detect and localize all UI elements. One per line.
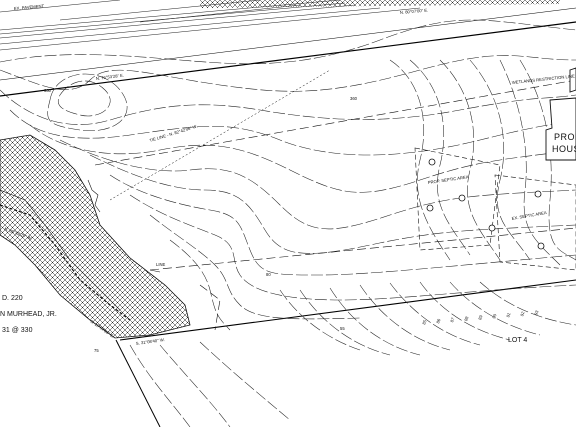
wetland-edge — [0, 189, 121, 311]
contour-lines — [0, 19, 576, 427]
wetland-hatch — [0, 134, 191, 339]
elev-top-label: 360 — [350, 96, 358, 101]
setback-lines — [94, 79, 576, 331]
elev-row-label: 87 — [449, 316, 456, 323]
elev-row-label: 85 — [421, 319, 428, 326]
tie-line — [109, 69, 331, 201]
deed-line-2: N MURHEAD, JR. — [0, 311, 57, 318]
prop-house-label-2: HOUSE — [552, 144, 576, 154]
road-hatch — [200, 0, 560, 8]
prop-house — [545, 67, 576, 161]
prop-septic-area — [414, 147, 501, 251]
stream — [0, 204, 131, 321]
prop-septic-label: PROP. SEPTIC AREA — [427, 174, 469, 185]
top-bearing-3: N. 76°53'28" E. — [96, 73, 125, 81]
elev-row-label: 86 — [435, 317, 442, 324]
top-bearing-1: N. 80°07'00" E. — [400, 8, 429, 15]
tie-line-label: TIE LINE - N. 82°42'06" W. — [149, 124, 198, 143]
lot-label: LOT 4 — [508, 337, 527, 344]
elev-mid2-label: 55 — [340, 326, 345, 331]
deed-line-1: D. 220 — [2, 295, 23, 302]
line-tag-label: LINE — [156, 262, 166, 267]
elev-mid-label: 80 — [266, 272, 271, 277]
elev-row-label: 90 — [491, 313, 498, 320]
ex-septic-label: EX. SEPTIC AREA — [511, 210, 547, 221]
bottom-elev-label: 75 — [94, 348, 99, 353]
prop-house-label-1: PROP — [554, 132, 576, 142]
wall-marks — [87, 179, 161, 273]
wetlands-restriction-label: WETLANDS RESTRICTION LINE — [512, 73, 576, 85]
elev-row-label: 92 — [519, 310, 526, 317]
elevation-row: 85 86 87 88 89 90 91 92 93 — [421, 309, 540, 325]
top-bearing-2: EX. PAVEMENT — [14, 3, 45, 11]
elev-left-label: 330 — [44, 88, 52, 93]
elev-row-label: 93 — [533, 309, 540, 316]
road-pavement — [0, 0, 421, 51]
test-pits — [426, 158, 545, 250]
elev-row-label: 91 — [505, 311, 512, 318]
deed-line-3: 31 @ 330 — [2, 327, 33, 334]
bottom-bearing-label: S. 31°08'40" W. — [135, 337, 165, 346]
elev-row-label: 89 — [477, 314, 484, 321]
elev-row-label: 88 — [463, 315, 470, 322]
ex-septic-area — [494, 174, 576, 271]
